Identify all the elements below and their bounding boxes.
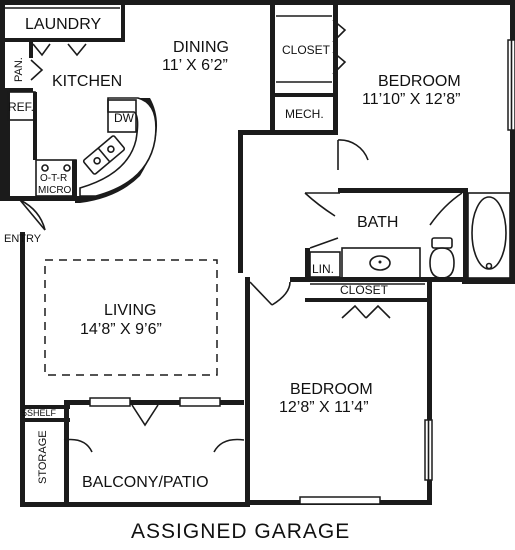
- bedroom2-label: BEDROOM: [290, 381, 373, 398]
- bedroom2-window: [424, 419, 433, 481]
- closet-top-label: CLOSET: [282, 43, 331, 57]
- mech-label: MECH.: [285, 107, 324, 121]
- closet-middle: [305, 283, 427, 319]
- bath-label: BATH: [357, 214, 398, 231]
- bedroom2-size: 12’8” X 11’4”: [279, 399, 369, 416]
- bedroom1-window: [507, 39, 515, 131]
- pantry-label: PAN.: [13, 57, 25, 82]
- closet-middle-label: CLOSET: [340, 283, 389, 297]
- balcony-label: BALCONY/PATIO: [82, 474, 209, 491]
- microwave-label-2: MICRO.: [38, 185, 74, 196]
- laundry-label: LAUNDRY: [25, 16, 102, 33]
- laundry-room: [5, 5, 125, 42]
- center-walls: [238, 5, 338, 273]
- assigned-garage-caption: ASSIGNED GARAGE: [131, 520, 350, 543]
- living-rug-outline: [44, 259, 218, 376]
- bedroom2-walls: [245, 277, 310, 502]
- laundry-doors: [32, 43, 87, 57]
- bedroom1-label: BEDROOM: [378, 73, 461, 90]
- bedroom2-balcony-window: [299, 496, 381, 505]
- entry-label: ENTRY: [4, 233, 42, 245]
- closet-top-doors: [332, 19, 347, 75]
- dishwasher-label: DW: [114, 111, 135, 125]
- dining-label: DINING: [173, 39, 229, 56]
- linen-label: LIN.: [312, 262, 334, 276]
- living-label: LIVING: [104, 302, 156, 319]
- bathtub: [467, 192, 511, 279]
- bath-walls: [304, 188, 468, 283]
- living-size: 14’8” X 9’6”: [80, 321, 162, 338]
- refrigerator-label: REF.: [8, 100, 34, 114]
- dining-size: 11’ X 6’2”: [162, 57, 228, 74]
- linen-closet: [309, 237, 341, 278]
- pantry: [5, 42, 44, 92]
- storage-label: STORAGE: [37, 430, 49, 484]
- bedroom1-size: 11’10” X 12’8”: [362, 91, 460, 108]
- bedroom1-door: [337, 139, 369, 170]
- vanity: [341, 237, 455, 279]
- balcony-area: [63, 397, 245, 507]
- kitchen-label: KITCHEN: [52, 73, 122, 90]
- kitchen-counter: [5, 91, 158, 203]
- microwave-label-1: O-T-R: [40, 173, 67, 184]
- entry-door: [19, 199, 46, 231]
- shelf-label: 5SHELF: [22, 408, 57, 418]
